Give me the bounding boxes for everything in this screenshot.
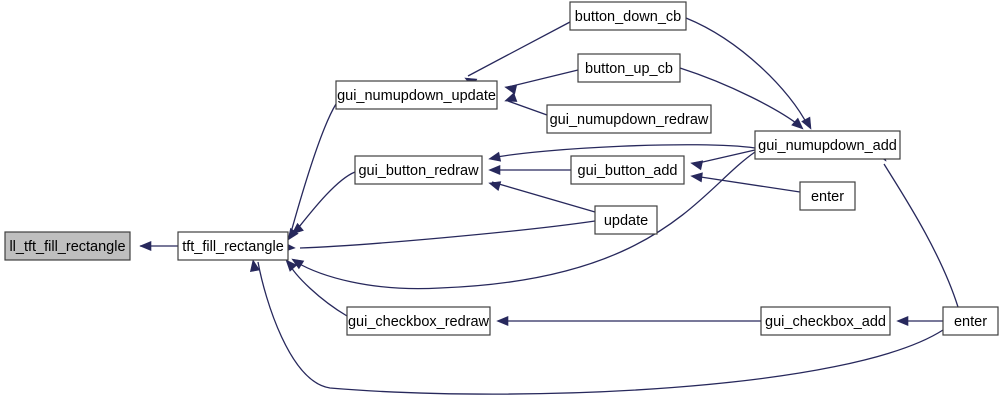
node-box[interactable] [577,53,681,83]
call-edge [491,181,596,213]
graph-node-enter_upper[interactable]: enter [799,181,856,211]
node-box[interactable] [569,1,687,31]
node-box[interactable] [942,306,999,336]
call-edge [467,21,571,77]
graph-node-gui_numupdown_update[interactable]: gui_numupdown_update [335,80,498,110]
call-edge [299,220,596,249]
graph-node-ll_tft_fill_rectangle[interactable]: ll_tft_fill_rectangle [4,231,131,261]
arrow-head-icon [896,315,909,327]
node-box[interactable] [177,231,289,261]
call-edge [287,261,348,317]
arrow-head-icon [488,181,502,191]
call-edge [295,151,756,290]
graph-node-gui_checkbox_redraw[interactable]: gui_checkbox_redraw [346,306,491,336]
node-box[interactable] [754,130,901,160]
call-edge [679,67,801,127]
arrow-head-icon [139,240,152,252]
call-edge [507,69,579,88]
arrowheads-layer [139,77,909,327]
call-edge [491,144,756,159]
graph-node-enter_lower[interactable]: enter [942,306,999,336]
node-box[interactable] [354,155,483,185]
arrow-head-icon [791,117,804,130]
call-edge [685,17,809,127]
node-box[interactable] [546,104,712,134]
node-box[interactable] [760,306,891,336]
edges-layer [140,17,959,395]
graph-node-gui_button_redraw[interactable]: gui_button_redraw [354,155,483,185]
node-box[interactable] [799,181,856,211]
call-edge [257,261,944,395]
arrow-head-icon [291,258,305,270]
call-edge [507,100,548,116]
arrow-head-icon [291,222,304,235]
arrow-head-icon [488,164,501,176]
graph-node-gui_numupdown_add[interactable]: gui_numupdown_add [754,130,901,160]
graph-node-tft_fill_rectangle[interactable]: tft_fill_rectangle [177,231,289,261]
graph-node-button_down_cb[interactable]: button_down_cb [569,1,687,31]
node-box[interactable] [335,80,498,110]
arrow-head-icon [690,172,703,183]
node-box[interactable] [570,155,685,185]
graph-node-gui_checkbox_add[interactable]: gui_checkbox_add [760,306,891,336]
arrow-head-icon [488,151,502,162]
arrow-head-icon [801,116,812,130]
call-edge [289,103,337,237]
arrow-head-icon [496,315,509,327]
node-box[interactable] [346,306,491,336]
node-box[interactable] [4,231,131,261]
arrow-head-icon [690,160,704,171]
graph-node-button_up_cb[interactable]: button_up_cb [577,53,681,83]
arrow-head-icon [285,259,298,272]
arrow-head-icon [504,92,518,102]
call-edge [693,149,756,165]
call-edge [693,175,801,193]
arrow-head-icon [504,84,518,95]
call-edge [294,171,356,233]
call-edge [883,163,959,308]
graph-node-gui_numupdown_redraw[interactable]: gui_numupdown_redraw [546,104,712,134]
arrow-head-icon [249,259,260,273]
graph-node-update[interactable]: update [594,205,658,235]
node-box[interactable] [594,205,658,235]
graph-node-gui_button_add[interactable]: gui_button_add [570,155,685,185]
